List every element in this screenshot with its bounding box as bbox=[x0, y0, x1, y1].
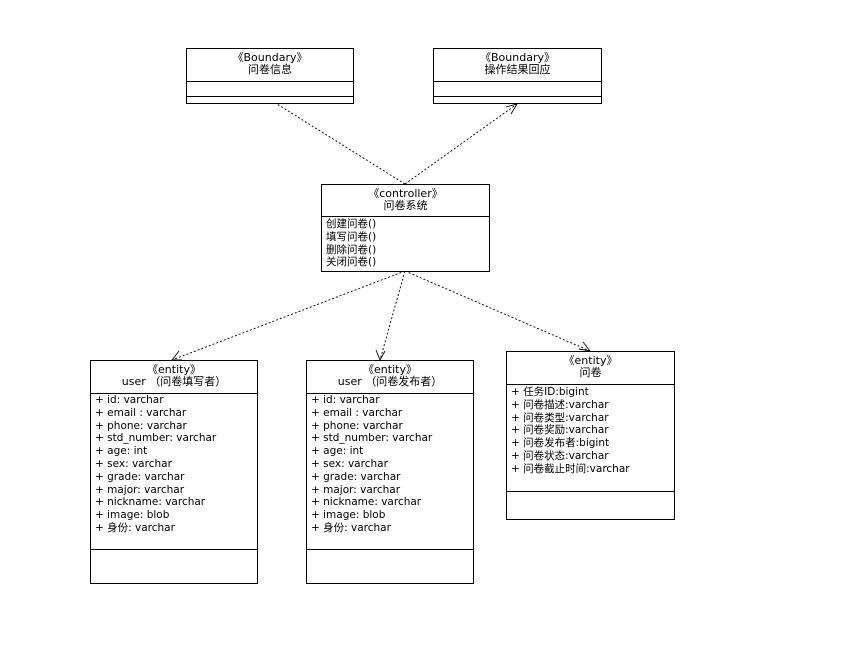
attribute-item: + phone: varchar bbox=[95, 419, 187, 432]
class-header: 《controller》 问卷系统 bbox=[322, 185, 489, 216]
attribute-item: + 任务ID:bigint bbox=[511, 386, 589, 398]
attribute-item: + 问卷状态:varchar bbox=[511, 449, 609, 462]
arrowhead-entity-survey bbox=[578, 341, 592, 352]
arrowhead-entity-filler bbox=[171, 350, 182, 361]
stereotype-label: 《Boundary》 bbox=[480, 51, 555, 64]
methods-compartment bbox=[307, 549, 473, 550]
controller-class: 《controller》 问卷系统 创建问卷() 填写问卷() 删除问卷() 关… bbox=[321, 184, 490, 272]
method-item: 创建问卷() bbox=[326, 218, 377, 230]
attribute-item: + email : varchar bbox=[311, 406, 403, 419]
methods-compartment bbox=[507, 491, 674, 492]
attributes-compartment bbox=[434, 81, 601, 82]
class-name: user （问卷发布者） bbox=[337, 375, 443, 388]
methods-compartment bbox=[434, 96, 601, 97]
attributes-compartment bbox=[507, 384, 674, 385]
dependency-controller-to-boundary-info bbox=[276, 103, 406, 185]
attribute-list: + 任务ID:bigint + 问卷描述:varchar + 问卷类型:varc… bbox=[511, 386, 672, 476]
attributes-compartment bbox=[187, 81, 353, 82]
class-header: 《Boundary》 问卷信息 bbox=[187, 49, 353, 81]
class-name: user （问卷填写者） bbox=[121, 375, 227, 388]
attributes-compartment bbox=[307, 393, 473, 394]
attribute-item: + sex: varchar bbox=[311, 457, 388, 470]
attribute-item: + nickname: varchar bbox=[311, 496, 422, 509]
attribute-item: + id: varchar bbox=[95, 394, 164, 406]
class-name: 操作结果回应 bbox=[484, 63, 551, 76]
attribute-item: + 问卷发布者:bigint bbox=[511, 437, 610, 450]
attribute-item: + major: varchar bbox=[311, 483, 401, 496]
dependency-controller-to-entity-filler bbox=[171, 270, 406, 361]
class-header: 《entity》 user （问卷填写者） bbox=[91, 361, 257, 393]
stereotype-label: 《Boundary》 bbox=[232, 51, 308, 64]
entity-survey-class: 《entity》 问卷 + 任务ID:bigint + 问卷描述:varchar… bbox=[506, 351, 675, 520]
method-item: 关闭问卷() bbox=[326, 256, 377, 269]
class-header: 《entity》 问卷 bbox=[507, 352, 674, 384]
class-name: 问卷信息 bbox=[248, 63, 292, 76]
attribute-item: + major: varchar bbox=[95, 483, 185, 496]
boundary-info-class: 《Boundary》 问卷信息 bbox=[186, 48, 354, 104]
stereotype-label: 《entity》 bbox=[147, 363, 201, 376]
attribute-item: + 问卷描述:varchar bbox=[511, 398, 609, 411]
dependency-controller-to-boundary-result bbox=[404, 103, 518, 185]
attribute-item: + nickname: varchar bbox=[95, 496, 206, 509]
attribute-item: + 身份: varchar bbox=[311, 521, 391, 534]
dependency-controller-to-entity-publisher bbox=[379, 270, 406, 361]
method-list: 创建问卷() 填写问卷() 删除问卷() 关闭问卷() bbox=[326, 218, 487, 269]
method-item: 填写问卷() bbox=[326, 230, 377, 243]
attribute-item: + std_number: varchar bbox=[311, 432, 433, 445]
class-header: 《entity》 user （问卷发布者） bbox=[307, 361, 473, 393]
method-item: 删除问卷() bbox=[326, 243, 377, 256]
attributes-compartment bbox=[91, 393, 257, 394]
stereotype-label: 《entity》 bbox=[363, 363, 417, 376]
boundary-result-class: 《Boundary》 操作结果回应 bbox=[433, 48, 602, 104]
attribute-item: + image: blob bbox=[311, 509, 386, 522]
attribute-item: + 身份: varchar bbox=[95, 521, 175, 534]
attribute-item: + 问卷截止时间:varchar bbox=[511, 462, 630, 475]
attribute-item: + 问卷奖励:varchar bbox=[511, 424, 609, 437]
arrowhead-boundary-result bbox=[505, 103, 518, 115]
class-header: 《Boundary》 操作结果回应 bbox=[434, 49, 601, 81]
methods-compartment bbox=[187, 96, 353, 97]
attribute-item: + age: int bbox=[95, 445, 148, 458]
attribute-item: + grade: varchar bbox=[95, 470, 185, 483]
attribute-item: + age: int bbox=[311, 445, 364, 458]
arrowhead-entity-publisher bbox=[375, 349, 386, 362]
class-name: 问卷 bbox=[579, 366, 602, 379]
dependency-controller-to-entity-survey bbox=[404, 270, 591, 352]
attribute-item: + email : varchar bbox=[95, 406, 187, 419]
attribute-item: + grade: varchar bbox=[311, 470, 401, 483]
attribute-list: + id: varchar + email : varchar + phone:… bbox=[311, 394, 471, 535]
attribute-item: + 问卷类型:varchar bbox=[511, 411, 609, 424]
class-name: 问卷系统 bbox=[383, 199, 428, 212]
attribute-item: + id: varchar bbox=[311, 394, 380, 406]
attribute-item: + phone: varchar bbox=[311, 419, 403, 432]
attribute-list: + id: varchar + email : varchar + phone:… bbox=[95, 394, 255, 535]
entity-publisher-class: 《entity》 user （问卷发布者） + id: varchar + em… bbox=[306, 360, 474, 584]
methods-compartment bbox=[91, 549, 257, 550]
stereotype-label: 《entity》 bbox=[563, 354, 618, 367]
attribute-item: + std_number: varchar bbox=[95, 432, 217, 445]
attribute-item: + image: blob bbox=[95, 509, 170, 522]
methods-compartment bbox=[322, 216, 489, 217]
entity-filler-class: 《entity》 user （问卷填写者） + id: varchar + em… bbox=[90, 360, 258, 584]
stereotype-label: 《controller》 bbox=[368, 187, 443, 200]
attribute-item: + sex: varchar bbox=[95, 457, 172, 470]
